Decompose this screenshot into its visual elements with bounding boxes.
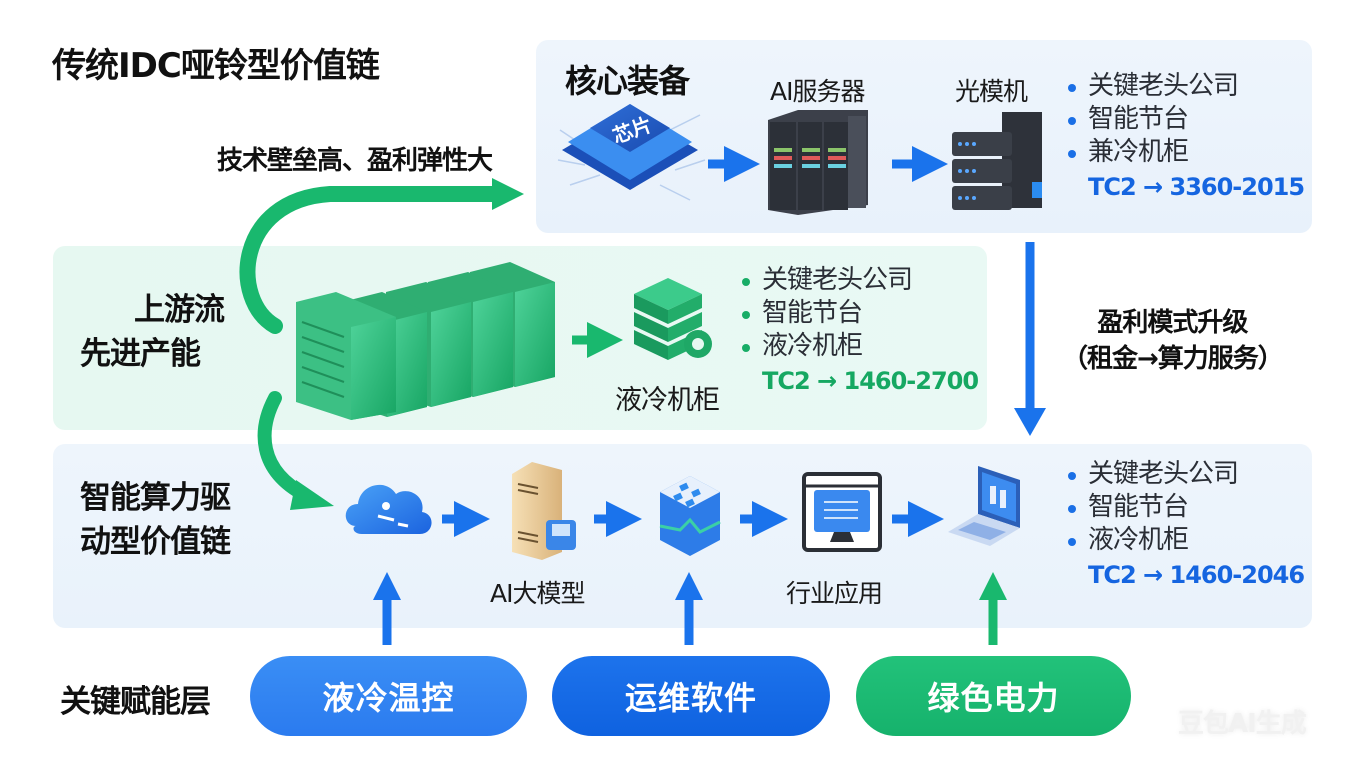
ai-chain-title-line: 智能算力驱 bbox=[80, 480, 231, 516]
pill-green-power[interactable]: 绿色电力 bbox=[856, 656, 1131, 736]
bullet-item: 智能节台 bbox=[1066, 103, 1304, 136]
profit-upgrade-note: 盈利模式升级 （租金→算力服务） bbox=[1062, 305, 1284, 377]
ai-chain-tc-value: TC2 → 1460-2046 bbox=[1088, 561, 1305, 589]
profit-upgrade-line2: （租金→算力服务） bbox=[1062, 344, 1284, 374]
optical-module-label: 光模机 bbox=[955, 77, 1028, 106]
upstream-bullets: 关键老头公司 智能节台 液冷机柜 TC2 → 1460-2700 bbox=[740, 264, 979, 398]
core-tc-value: TC2 → 3360-2015 bbox=[1088, 173, 1305, 201]
upstream-tc-value: TC2 → 1460-2700 bbox=[762, 367, 979, 395]
ai-chain-title-line: 动型价值链 bbox=[80, 524, 231, 560]
ai-chain-title: 智能算力驱 动型价值链 bbox=[80, 476, 231, 564]
pill-liquid-cooling[interactable]: 液冷温控 bbox=[250, 656, 527, 736]
ai-model-label: AI大模型 bbox=[490, 579, 585, 608]
top-note: 技术壁垒高、盈利弹性大 bbox=[217, 146, 493, 176]
core-equipment-title: 核心装备 bbox=[565, 62, 690, 100]
upstream-title: 上游流 bbox=[120, 288, 225, 332]
bullet-item: 液冷机柜 bbox=[740, 330, 978, 363]
core-bullets: 关键老头公司 智能节台 兼冷机柜 TC2 → 3360-2015 bbox=[1066, 70, 1305, 204]
bullet-item: 智能节台 bbox=[740, 297, 978, 330]
upstream-title-line: 上游流 bbox=[134, 292, 225, 328]
bullet-item: 关键老头公司 bbox=[740, 264, 978, 297]
enabling-layer-label: 关键赋能层 bbox=[60, 684, 211, 720]
upstream-title-line: 先进产能 bbox=[80, 336, 201, 372]
bullet-item: 兼冷机柜 bbox=[1066, 136, 1304, 169]
ai-server-label: AI服务器 bbox=[770, 77, 865, 106]
bullet-item: 关键老头公司 bbox=[1066, 70, 1304, 103]
bullet-item: 关键老头公司 bbox=[1066, 458, 1304, 491]
profit-upgrade-line1: 盈利模式升级 bbox=[1097, 308, 1248, 338]
ai-chain-bullets: 关键老头公司 智能节台 液冷机柜 TC2 → 1460-2046 bbox=[1066, 458, 1305, 592]
liquid-cabinet-label: 液冷机柜 bbox=[615, 385, 720, 416]
upstream-title-2: 先进产能 bbox=[80, 332, 201, 376]
page-title: 传统IDC哑铃型价值链 bbox=[52, 46, 380, 86]
bullet-item: 智能节台 bbox=[1066, 491, 1304, 524]
profit-upgrade-arrow bbox=[1014, 242, 1046, 436]
watermark: 豆包AI生成 bbox=[1178, 709, 1307, 739]
pill-ops-software[interactable]: 运维软件 bbox=[552, 656, 830, 736]
bullet-item: 液冷机柜 bbox=[1066, 524, 1304, 557]
industry-app-label: 行业应用 bbox=[786, 579, 883, 608]
